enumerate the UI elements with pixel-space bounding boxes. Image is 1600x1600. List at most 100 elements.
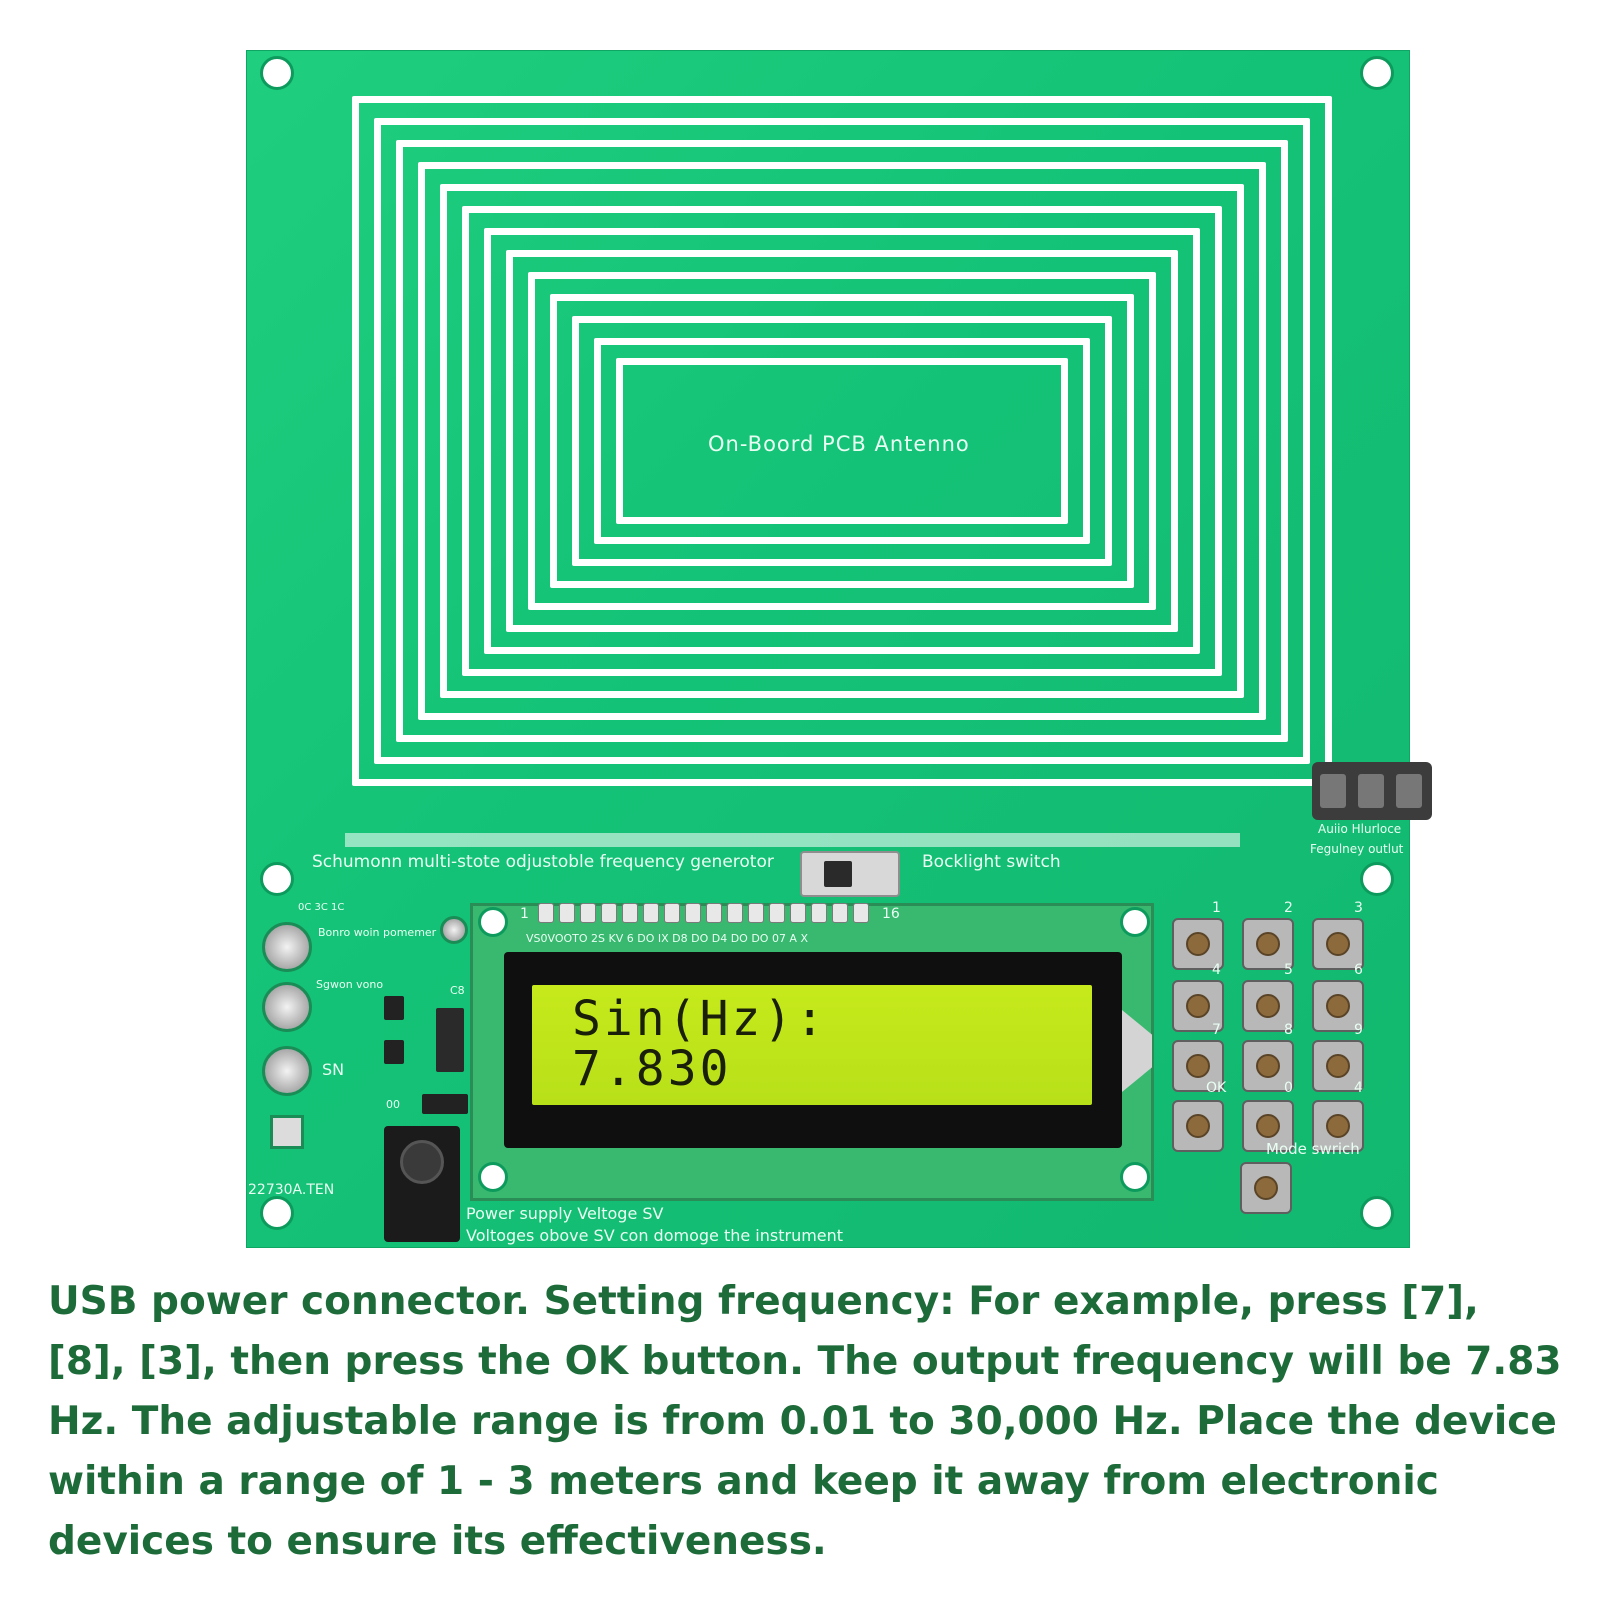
key-4-button[interactable]: [1172, 980, 1224, 1032]
key-6-button[interactable]: [1312, 980, 1364, 1032]
board-divider: [345, 833, 1240, 847]
audio-output-label: Fegulney outlut: [1310, 842, 1404, 856]
antenna-coil: [594, 338, 1090, 544]
lcd-pin: [853, 903, 869, 923]
mode-switch-label: Mode swrich: [1266, 1140, 1360, 1158]
key-label-ok: OK: [1206, 1080, 1227, 1096]
lcd-mounting-hole: [1120, 1162, 1150, 1192]
audio-interface-label: Auiio Hlurloce: [1318, 822, 1402, 836]
key-9-button[interactable]: [1312, 1040, 1364, 1092]
key-label-1: 1: [1212, 900, 1221, 916]
antenna-coil: [462, 206, 1222, 676]
key-label-8: 8: [1284, 1022, 1293, 1038]
model-label: 22730A.TEN: [248, 1182, 335, 1198]
lcd-pin: [727, 903, 743, 923]
mode-switch-button[interactable]: [1240, 1162, 1292, 1214]
potentiometer[interactable]: [440, 916, 468, 944]
antenna-coil: [396, 140, 1288, 742]
pad-label-sn: SN: [322, 1060, 345, 1079]
key-label-7: 7: [1212, 1022, 1221, 1038]
key-extra-button[interactable]: [1312, 1100, 1364, 1152]
key-label-3: 3: [1354, 900, 1363, 916]
lcd-pin: [748, 903, 764, 923]
key-1-button[interactable]: [1172, 918, 1224, 970]
pin-number-end: 16: [882, 906, 900, 922]
lcd-pin: [580, 903, 596, 923]
smd-component: [422, 1094, 468, 1114]
antenna-coil: [374, 118, 1310, 764]
jack-contact: [1320, 774, 1346, 808]
lcd-screen: Sin(Hz): 7.830: [532, 985, 1092, 1105]
lcd-pin: [643, 903, 659, 923]
lcd-line-1: Sin(Hz):: [572, 991, 828, 1047]
pad-label-2: Sgwon vono: [316, 978, 384, 991]
key-label-4: 4: [1212, 962, 1221, 978]
mounting-hole: [1360, 56, 1394, 90]
antenna-coil: [550, 294, 1134, 588]
key-5-button[interactable]: [1242, 980, 1294, 1032]
key-label-extra: 4: [1354, 1080, 1363, 1096]
lcd-pin: [769, 903, 785, 923]
board-title: Schumonn multi-stote odjustoble frequenc…: [312, 852, 774, 872]
ok-button[interactable]: [1172, 1100, 1224, 1152]
usb-power-connector[interactable]: [384, 1126, 460, 1242]
power-supply-label: Power supply Veltoge SV: [466, 1204, 664, 1223]
output-pad[interactable]: [262, 982, 312, 1032]
lcd-mounting-hole: [478, 907, 508, 937]
key-label-6: 6: [1354, 962, 1363, 978]
key-7-button[interactable]: [1172, 1040, 1224, 1092]
backlight-switch[interactable]: [800, 851, 900, 897]
antenna-coil: [572, 316, 1112, 566]
mounting-hole: [260, 56, 294, 90]
mounting-hole: [1360, 862, 1394, 896]
antenna-coil: [528, 272, 1156, 610]
square-pad: [270, 1115, 304, 1149]
antenna-coil: [440, 184, 1244, 698]
lcd-pin: [685, 903, 701, 923]
key-label-5: 5: [1284, 962, 1293, 978]
lcd-pin: [664, 903, 680, 923]
lcd-pin: [559, 903, 575, 923]
lcd-pin: [790, 903, 806, 923]
left-small-label: 0C 3C 1C: [298, 902, 345, 913]
jack-contact: [1396, 774, 1422, 808]
antenna-coil: [352, 96, 1332, 786]
audio-jack[interactable]: [1312, 762, 1432, 820]
mounting-hole: [260, 862, 294, 896]
pad-label-1: Bonro woin pomemer: [318, 926, 437, 939]
lcd-pin: [832, 903, 848, 923]
backlight-switch-label: Bocklight switch: [922, 852, 1061, 872]
smd-component: [384, 996, 404, 1020]
lcd-pin: [811, 903, 827, 923]
key-2-button[interactable]: [1242, 918, 1294, 970]
mounting-hole: [1360, 1196, 1394, 1230]
lcd-mounting-hole: [478, 1162, 508, 1192]
key-label-0: 0: [1284, 1080, 1293, 1096]
smd-component: [384, 1040, 404, 1064]
lcd-pin: [706, 903, 722, 923]
mounting-hole: [260, 1196, 294, 1230]
lcd-pin: [538, 903, 554, 923]
antenna-label: On-Boord PCB Antenno: [708, 432, 970, 456]
pin-labels: VS0VOOTO 2S KV 6 DO IX D8 DO D4 DO DO 07…: [526, 932, 808, 945]
lcd-line-2: 7.830: [572, 1041, 732, 1097]
key-0-button[interactable]: [1242, 1100, 1294, 1152]
key-label-2: 2: [1284, 900, 1293, 916]
voltage-warning-label: Voltoges obove SV con domoge the instrum…: [466, 1226, 844, 1245]
caption-text: USB power connector. Setting frequency: …: [48, 1279, 1562, 1564]
pin-number-start: 1: [520, 906, 529, 922]
key-8-button[interactable]: [1242, 1040, 1294, 1092]
output-pad[interactable]: [262, 1046, 312, 1096]
connector-label: C8: [450, 984, 465, 997]
key-3-button[interactable]: [1312, 918, 1364, 970]
jack-contact: [1358, 774, 1384, 808]
lcd-pin: [601, 903, 617, 923]
antenna-coil: [616, 358, 1068, 524]
small-label-00: 00: [386, 1098, 400, 1111]
connector-header: [436, 1008, 464, 1072]
antenna-coil: [506, 250, 1178, 632]
key-label-9: 9: [1354, 1022, 1363, 1038]
output-pad[interactable]: [262, 922, 312, 972]
antenna-coil: [484, 228, 1200, 654]
switch-knob[interactable]: [824, 861, 852, 887]
